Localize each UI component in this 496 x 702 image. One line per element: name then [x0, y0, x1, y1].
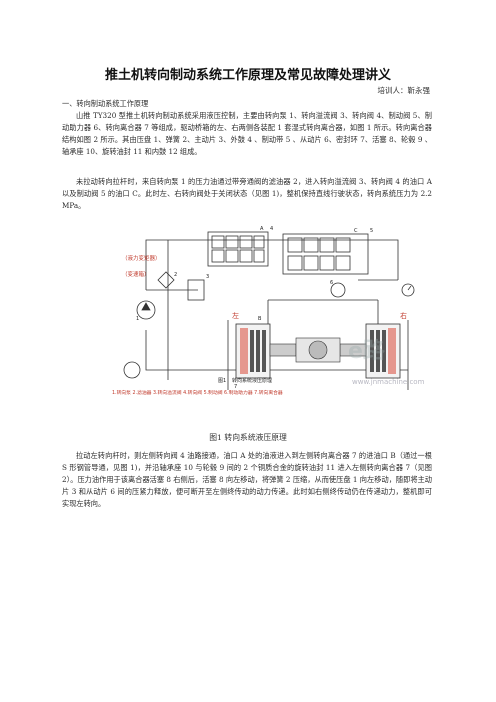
paragraph-3: 拉动左转向杆时，则左侧转向阀 4 油路接通，油口 A 处的油液进入到左侧转向离合…: [62, 451, 432, 508]
watermark-url: www.jnmachine.com: [352, 378, 425, 386]
diagram-fig-label: 图1: [218, 378, 226, 384]
diagram-legend: 1.转向泵 2.滤油器 3.转向溢流阀 4.转向阀 5.制动阀 6.制动助力器 …: [112, 389, 283, 396]
figure-caption: 图1 转向系统液压原理: [209, 433, 287, 442]
callout-2: 2: [174, 272, 177, 278]
label-fluid-tank: （液力变矩器）: [122, 254, 161, 262]
label-right: 右: [400, 311, 407, 320]
left-clutch: [235, 323, 297, 379]
callout-3: 3: [206, 274, 209, 280]
watermark-logo: e路: [348, 338, 386, 364]
callout-5: 5: [370, 228, 373, 234]
diagram-fig-title: 转向系统液压原理: [232, 377, 272, 384]
callout-7: 7: [234, 384, 237, 390]
callout-a: A: [260, 226, 264, 232]
author-line: 培训人：靳永强: [377, 86, 431, 95]
paragraph-1: 山推 TY320 型推土机转向制动系统采用液压控制，主要由转向泵 1、转向溢流阀…: [62, 111, 432, 156]
callout-b: B: [258, 316, 262, 322]
paragraph-2: 未拉动转向拉杆时，来自转向泵 1 的压力油通过带旁通阀的滤油器 2，进入转向溢流…: [62, 177, 432, 210]
label-left: 左: [232, 311, 239, 320]
hydraulic-diagram: （液力变矩器） （变速箱） 左 右 1 2 3 4 5 6 7 A B C 图1…: [112, 226, 425, 396]
callout-4: 4: [270, 226, 273, 232]
label-transmission: （变速箱）: [122, 270, 150, 278]
section-heading: 一、转向制动系统工作原理: [62, 99, 149, 108]
callout-c: C: [354, 228, 358, 234]
bevel-gear: [295, 337, 341, 363]
document-title: 推土机转向制动系统工作原理及常见故障处理讲义: [104, 68, 391, 83]
right-clutch: [339, 323, 401, 379]
callout-1: 1: [136, 316, 139, 322]
callout-6: 6: [330, 280, 333, 286]
